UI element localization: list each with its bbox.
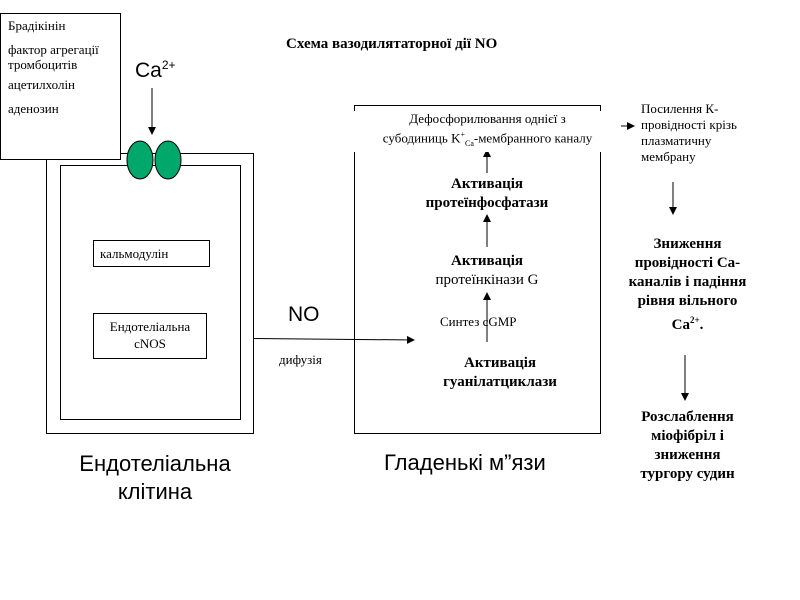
dephosphorylation-label: Дефосфорилювання однієї з субодиниць K+C… <box>354 111 621 152</box>
calcium-channel <box>125 140 185 182</box>
endothelial-caption: Ендотеліальна клітина <box>79 451 231 504</box>
calmodulin-label: кальмодулін <box>100 246 169 261</box>
relaxation-label: Розслаблення міофібріл і зниження тургор… <box>640 409 735 482</box>
enos-label-line1: Ендотеліальна <box>109 319 191 334</box>
diffusion-label: дифузія <box>279 352 322 367</box>
calmodulin-box: кальмодулін <box>93 240 210 267</box>
diagram-title: Схема вазодилятаторної дії NO <box>286 36 498 52</box>
smooth-muscle-box <box>354 105 601 434</box>
stimulus-item: аденозин <box>8 101 59 116</box>
kinase-activation-label: Активація протеїнкінази G <box>435 253 539 288</box>
enos-label-line2: cNOS <box>134 336 166 351</box>
cyclase-activation-label: Активація гуанілатциклази <box>443 355 557 390</box>
cgmp-synthesis-label: Синтез cGMP <box>440 314 517 329</box>
k-conductance-label: Посилення К- провідності крізь плазматич… <box>641 101 737 164</box>
phosphatase-activation-label: Активація протеїнфосфатази <box>425 176 549 211</box>
no-label: NO <box>288 303 320 326</box>
stimulus-item: Брадікінін <box>8 18 66 33</box>
endothelial-cell-inner <box>60 165 241 420</box>
stimulus-item: ацетилхолін <box>8 77 76 92</box>
ca-decrease-label: Зниження провідності Ca- каналів і падін… <box>628 236 747 333</box>
channel-icon <box>126 140 182 180</box>
stimulus-item: фактор агрегації тромбоцитів <box>8 42 99 72</box>
enos-box: Ендотеліальна cNOS <box>93 313 207 359</box>
ca-ion-label: Ca2+ <box>135 58 176 82</box>
stimuli-list: Брадікінін фактор агрегації тромбоцитів … <box>0 13 121 160</box>
smooth-muscle-caption: Гладенькі м”язи <box>384 450 546 475</box>
